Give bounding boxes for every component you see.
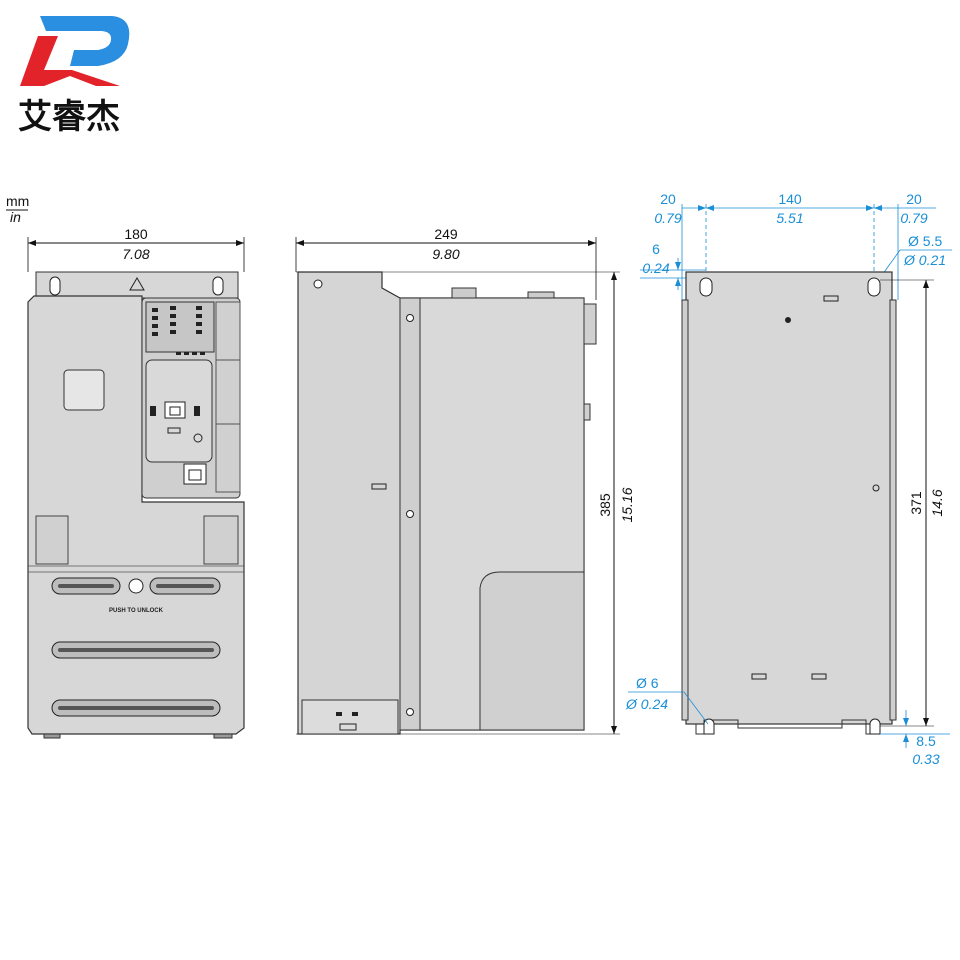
rear-view: 20 0.79 140 5.51 20 0.79 6 0.24 Ø 5.5 Ø … [625, 191, 952, 767]
front-view: 180 7.08 [27, 226, 245, 739]
rear-mount-hole-top-left [699, 277, 713, 297]
rear-top-hole-dia-mm: Ø 5.5 [908, 233, 942, 249]
side-lower-cover [479, 571, 585, 731]
side-height-in: 15.16 [619, 487, 635, 522]
status-leds [176, 352, 205, 355]
rear-right-margin-mm: 20 [906, 191, 922, 207]
terminal-pins [152, 306, 202, 336]
label-window [63, 369, 105, 411]
front-mount-hole-left [49, 276, 61, 296]
logo-blue-shape [40, 16, 130, 66]
side-depth-in: 9.80 [432, 246, 459, 262]
rear-top-offset-mm: 6 [652, 241, 660, 257]
vent-right [203, 515, 239, 565]
rear-vertical-spacing-mm: 371 [908, 491, 924, 515]
ground-icon [193, 433, 203, 443]
front-width-in: 7.08 [122, 246, 149, 262]
rear-bottom-offset-mm: 8.5 [916, 733, 936, 749]
rear-top-hole-dia-in: Ø 0.21 [903, 252, 946, 268]
rear-hole-spacing-mm: 140 [778, 191, 802, 207]
warning-triangle-icon [129, 277, 145, 291]
rear-right-margin-in: 0.79 [900, 210, 927, 226]
unlock-label: PUSH TO UNLOCK [109, 608, 164, 614]
rear-bottom-offset-in: 0.33 [912, 751, 939, 767]
rear-mount-slot-bottom-right [869, 718, 881, 735]
company-logo: 艾睿杰 [18, 16, 130, 137]
rear-top-offset-in: 0.24 [642, 260, 669, 276]
logo-text: 艾睿杰 [18, 97, 120, 137]
rear-bottom-hole-dia-in: Ø 0.24 [625, 696, 668, 712]
rj45-port-lower[interactable] [183, 463, 207, 485]
rear-left-margin-in: 0.79 [654, 210, 681, 226]
rear-vertical-spacing-in: 14.6 [929, 489, 945, 516]
unit-secondary: in [10, 209, 21, 225]
rear-mount-slot-bottom-left [703, 718, 715, 735]
front-width-mm: 180 [124, 226, 148, 242]
rear-hole-spacing-in: 5.51 [776, 210, 803, 226]
rear-left-margin-mm: 20 [660, 191, 676, 207]
front-mount-hole-right [212, 276, 224, 296]
rj45-port-upper[interactable] [164, 401, 186, 419]
unit-primary: mm [6, 193, 29, 209]
side-view: 249 9.80 385 15.16 [295, 226, 635, 735]
rear-mount-hole-top-right [867, 277, 881, 297]
side-tabs [215, 301, 241, 493]
vent-left [35, 515, 69, 565]
units-legend: mm in [6, 193, 29, 225]
unlock-button[interactable] [128, 578, 144, 594]
front-top-bracket [35, 271, 239, 299]
side-depth-mm: 249 [434, 226, 458, 242]
logo-red-shape [20, 36, 120, 86]
rear-bottom-hole-dia-mm: Ø 6 [636, 675, 659, 691]
rear-housing [685, 271, 893, 725]
side-height-mm: 385 [597, 493, 613, 517]
